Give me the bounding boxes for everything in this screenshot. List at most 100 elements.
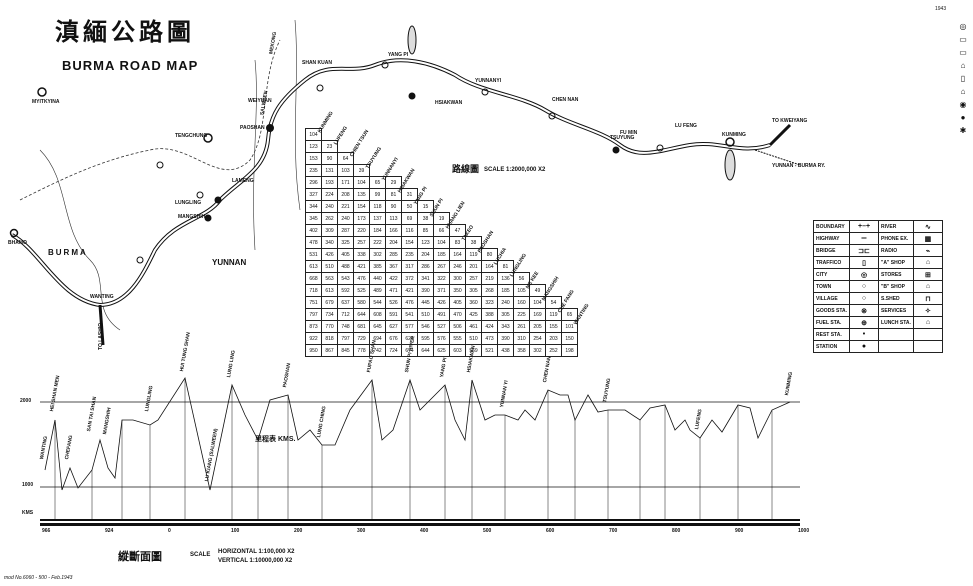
town-marker	[548, 112, 556, 120]
legend-label: SERVICES	[878, 304, 914, 317]
legend-symbol: ═	[849, 232, 880, 245]
distance-cell: 425	[465, 308, 482, 321]
km-tick-label: 500	[483, 528, 492, 534]
empty-cell	[562, 189, 578, 201]
legend-label: PHONE EX.	[878, 232, 914, 245]
distance-cell: 506	[449, 320, 466, 333]
myitkyina-marker	[37, 87, 47, 97]
distance-cell: 873	[305, 320, 322, 333]
distance-cell: 257	[353, 236, 370, 249]
distance-cell: 748	[337, 320, 354, 333]
distance-cell: 358	[513, 344, 530, 357]
square-icon: ▭	[959, 35, 967, 44]
place-label: SHAN KUAN	[302, 60, 332, 66]
distance-cell: 164	[449, 248, 466, 261]
empty-cell	[546, 261, 562, 273]
vertical-scale: VERTICAL 1:10000,000 X2	[218, 558, 293, 564]
empty-cell	[546, 201, 562, 213]
place-label: YUNNAN - BURMA RY.	[772, 163, 826, 169]
square-icon: ▯	[960, 74, 966, 83]
distance-cell: 193	[321, 176, 338, 189]
legend-symbol: ⌂	[912, 280, 943, 293]
legend-label: S.SHED	[878, 292, 914, 305]
distance-cell: 235	[305, 164, 322, 177]
distance-cell: 340	[321, 236, 338, 249]
distance-cell: 23	[321, 140, 338, 153]
empty-cell	[514, 177, 530, 189]
distance-cell: 344	[305, 200, 322, 213]
empty-cell	[562, 177, 578, 189]
km-tick-label: 924	[105, 528, 114, 534]
distance-cell: 644	[417, 344, 434, 357]
distance-cell: 240	[337, 212, 354, 225]
lake	[724, 149, 736, 181]
legend-row: TRAFFICO▯"A" SHOP⌂	[812, 256, 943, 269]
town-marker	[316, 84, 324, 92]
distance-cell: 323	[481, 296, 498, 309]
distance-cell: 405	[337, 248, 354, 261]
distance-cell: 627	[385, 320, 402, 333]
distance-cell: 845	[337, 344, 354, 357]
distance-cell: 580	[353, 296, 370, 309]
distance-cell: 603	[449, 344, 466, 357]
distance-cell: 185	[497, 284, 514, 297]
distance-cell: 668	[305, 272, 322, 285]
legend-label: STATION	[812, 340, 851, 353]
empty-cell	[402, 129, 418, 141]
distance-cell: 645	[369, 320, 386, 333]
distance-cell: 471	[385, 284, 402, 297]
distance-cell: 372	[401, 272, 418, 285]
legend-symbol: ⌂	[912, 256, 943, 269]
legend-label: BOUNDARY	[812, 220, 851, 233]
place-label: TO LASHIO	[98, 322, 104, 350]
distance-cell: 123	[417, 236, 434, 249]
distance-cell: 219	[481, 272, 498, 285]
place-label: TO KWEIYANG	[772, 118, 808, 124]
place-label: MYITKYINA	[32, 99, 60, 105]
empty-cell	[450, 177, 466, 189]
distance-cell: 305	[465, 284, 482, 297]
empty-cell	[466, 189, 482, 201]
distance-cell: 546	[417, 320, 434, 333]
empty-cell	[546, 177, 562, 189]
place-label: TENGCHUNG	[175, 133, 208, 139]
empty-cell	[498, 189, 514, 201]
distance-cell: 473	[481, 332, 498, 345]
distance-cell: 235	[401, 248, 418, 261]
distance-cell: 576	[433, 332, 450, 345]
distance-cell: 367	[385, 260, 402, 273]
distance-cell: 778	[353, 344, 370, 357]
distance-cell: 267	[433, 260, 450, 273]
distance-cell: 712	[337, 308, 354, 321]
empty-cell	[546, 189, 562, 201]
arrow-icon: ⌂	[960, 87, 966, 96]
distance-cell: 287	[337, 224, 354, 237]
empty-cell	[418, 141, 434, 153]
distance-cell: 240	[321, 200, 338, 213]
arrow-icon: ⌂	[960, 61, 966, 70]
empty-cell	[546, 165, 562, 177]
distance-cell: 286	[417, 260, 434, 273]
empty-cell	[562, 129, 578, 141]
empty-cell	[386, 129, 402, 141]
empty-cell	[530, 249, 546, 261]
distance-cell: 541	[401, 308, 418, 321]
empty-cell	[530, 153, 546, 165]
distance-cell: 221	[337, 200, 354, 213]
legend-symbol: ∿	[912, 220, 943, 233]
place-label: KUNMING	[722, 132, 746, 138]
legend-symbol: ○	[849, 292, 880, 305]
distance-cell: 252	[545, 344, 562, 357]
distance-cell: 300	[449, 272, 466, 285]
empty-cell	[434, 177, 450, 189]
legend-symbol: ⌂	[912, 316, 943, 329]
distance-cell: 113	[385, 212, 402, 225]
empty-cell	[562, 237, 578, 249]
empty-cell	[562, 249, 578, 261]
distance-cell: 595	[417, 332, 434, 345]
